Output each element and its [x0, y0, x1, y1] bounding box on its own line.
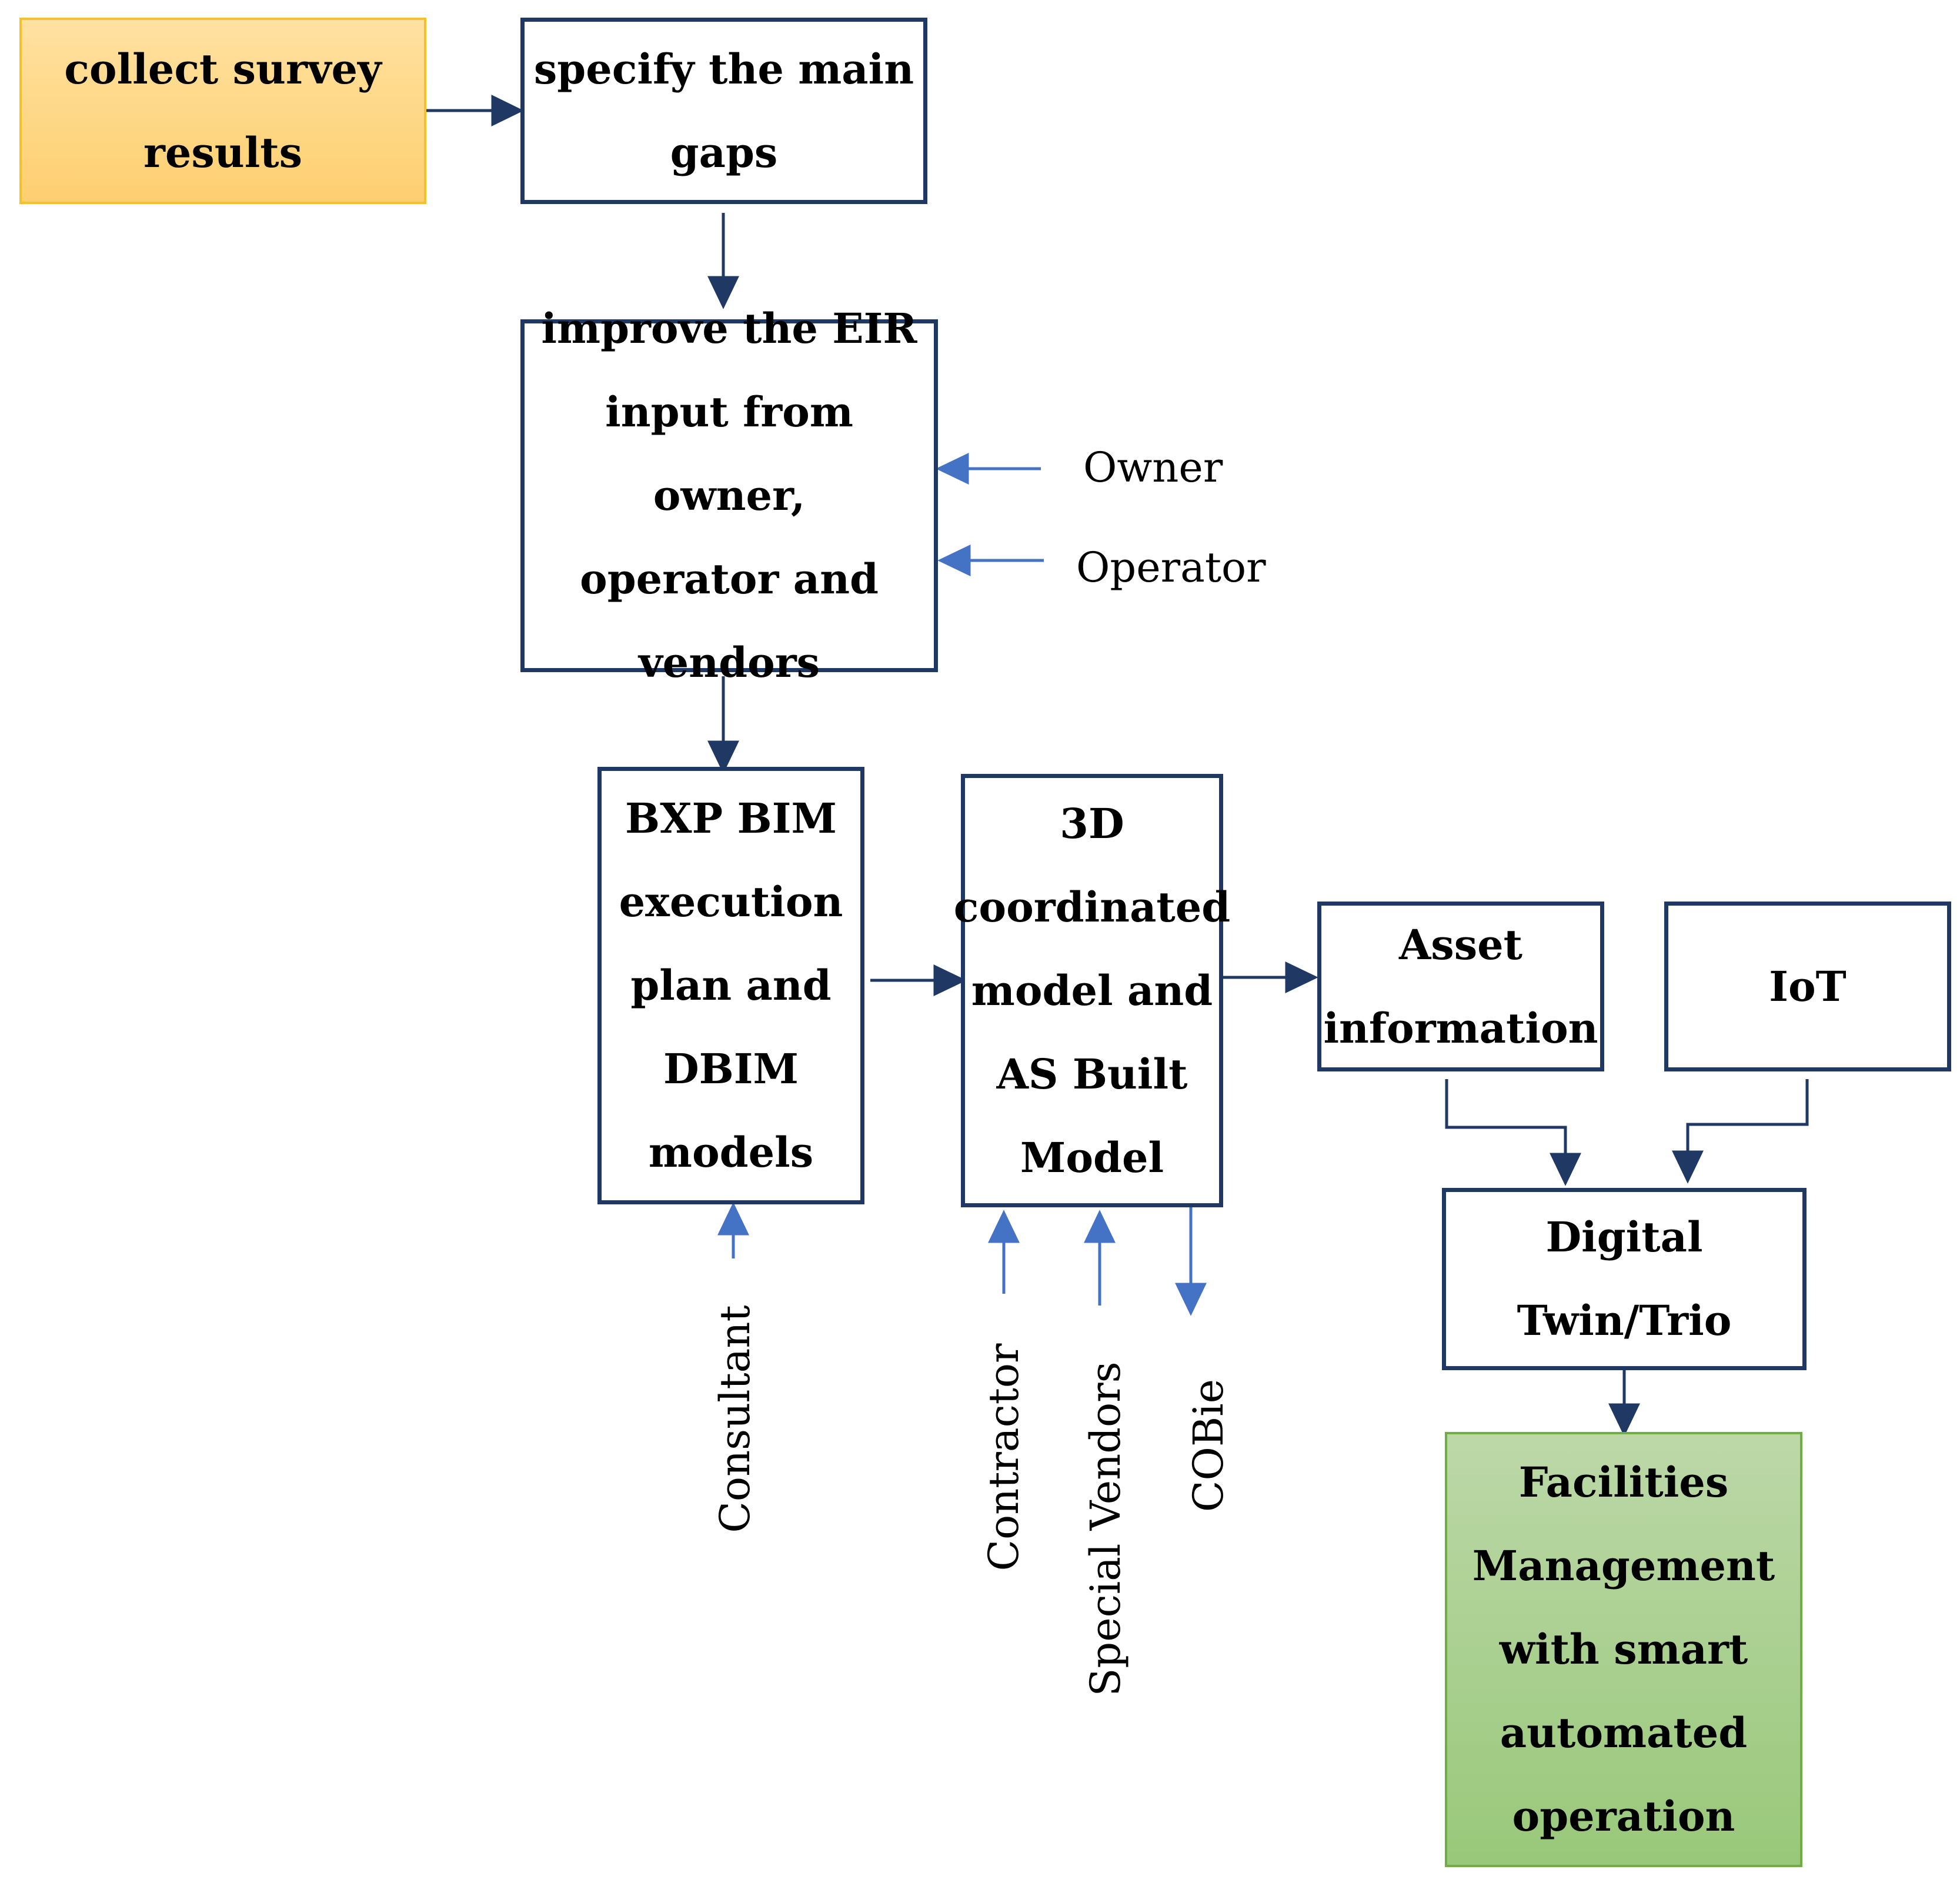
- facilities-management-label: Facilities Management with smart automat…: [1472, 1458, 1775, 1841]
- contractor-input-label: Contractor: [980, 1343, 1028, 1571]
- arrowhead: [933, 964, 967, 996]
- arrow-iot-to-dt: [1686, 1079, 1809, 1154]
- 3d-coordinated-model-box: 3D coordinated model and AS Built Model: [954, 774, 1230, 1207]
- 3d-coordinated-model-label: 3D coordinated model and AS Built Model: [953, 799, 1231, 1182]
- arrowhead: [1608, 1403, 1640, 1437]
- arrowhead: [1175, 1283, 1207, 1316]
- cobie-output-label: COBie: [1184, 1378, 1233, 1513]
- arrowhead: [707, 276, 739, 309]
- arrowhead: [707, 740, 739, 774]
- iot-label: IoT: [1769, 961, 1847, 1011]
- specify-main-gaps-label: specify the main gaps: [533, 44, 914, 177]
- operator-input-label: Operator: [1076, 543, 1266, 592]
- digital-twin-label: Digital Twin/Trio: [1517, 1213, 1732, 1345]
- improve-eir-label: improve the EIR input from owner, operat…: [541, 304, 917, 687]
- improve-eir-box: improve the EIR input from owner, operat…: [520, 304, 938, 687]
- collect-survey-results-label: collect survey results: [64, 44, 382, 177]
- arrowhead: [1550, 1153, 1581, 1186]
- iot-box: IoT: [1664, 902, 1951, 1071]
- arrowhead: [936, 453, 969, 485]
- bxp-bim-execution-label: BXP BIM execution plan and DBIM models: [619, 794, 843, 1177]
- arrowhead: [937, 545, 971, 576]
- collect-survey-results-box: collect survey results: [19, 18, 426, 204]
- arrowhead: [491, 94, 524, 127]
- arrow-asset-to-dt: [1445, 1079, 1567, 1156]
- asset-information-box: Asset information: [1317, 902, 1604, 1071]
- arrowhead: [1285, 961, 1318, 993]
- arrowhead: [1672, 1150, 1704, 1184]
- owner-input-label: Owner: [1083, 443, 1223, 492]
- arrowhead: [1084, 1210, 1116, 1243]
- facilities-management-box: Facilities Management with smart automat…: [1445, 1432, 1802, 1867]
- arrowhead: [717, 1202, 749, 1236]
- bxp-bim-execution-box: BXP BIM execution plan and DBIM models: [597, 767, 864, 1204]
- consultant-input-label: Consultant: [711, 1305, 759, 1533]
- arrowhead: [988, 1210, 1020, 1243]
- specify-main-gaps-box: specify the main gaps: [520, 18, 927, 204]
- special-vendors-input-label: Special Vendors: [1081, 1361, 1130, 1697]
- digital-twin-box: Digital Twin/Trio: [1442, 1188, 1807, 1370]
- asset-information-label: Asset information: [1323, 920, 1598, 1053]
